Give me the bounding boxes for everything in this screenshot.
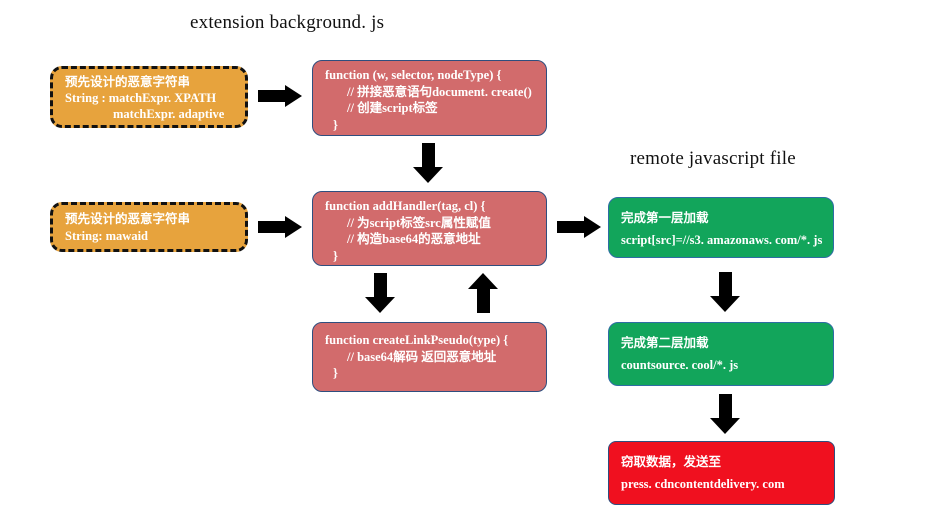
code-comment-line: // base64解码 返回恶意地址 [347, 349, 497, 364]
arrow-head [710, 418, 740, 434]
box-line: script[src]=//s3. amazonaws. com/*. js [621, 233, 823, 247]
arrow-head [710, 296, 740, 312]
arrow-shaft [557, 221, 584, 233]
box-line: 完成第一层加载 [621, 211, 709, 225]
function-createlinkpseudo-box: function createLinkPseudo(type) { // bas… [312, 322, 547, 392]
arrow-shaft [718, 394, 732, 418]
arrow-head [468, 273, 498, 289]
second-layer-load-box: 完成第二层加载 countsource. cool/*. js [608, 322, 834, 386]
box-line: matchExpr. adaptive [113, 107, 225, 121]
arrow-head [285, 85, 302, 107]
arrow-right-icon [557, 216, 601, 238]
remote-javascript-heading: remote javascript file [630, 148, 796, 169]
box-line: 预先设计的恶意字符串 [65, 75, 191, 89]
predesigned-string-box-2: 预先设计的恶意字符串 String: mawaid [50, 202, 248, 252]
box-line: String : matchExpr. XPATH [65, 91, 217, 105]
arrow-shaft [258, 221, 285, 233]
function-create-script-box: function (w, selector, nodeType) { // 拼接… [312, 60, 547, 136]
code-line: } [333, 248, 338, 263]
arrow-down-icon [710, 394, 740, 434]
extension-background-heading: extension background. js [190, 12, 385, 33]
box-line: String: mawaid [65, 228, 148, 243]
box-line: countsource. cool/*. js [621, 358, 739, 372]
arrow-right-icon [258, 85, 302, 107]
function-addhandler-box: function addHandler(tag, cl) { // 为scrip… [312, 191, 547, 266]
code-comment-line: // 构造base64的恶意地址 [347, 232, 481, 246]
box-line: 预先设计的恶意字符串 [65, 212, 191, 226]
code-line: function createLinkPseudo(type) { [325, 333, 509, 347]
code-comment-line: // 拼接恶意语句document. create() [347, 84, 532, 99]
arrow-head [584, 216, 601, 238]
code-comment-line: // 创建script标签 [347, 101, 438, 115]
arrow-down-icon [413, 143, 443, 183]
data-exfiltration-box: 窃取数据，发送至 press. cdncontentdelivery. com [608, 441, 835, 505]
arrow-head [285, 216, 302, 238]
box-line: 完成第二层加载 [621, 336, 709, 350]
code-line: function (w, selector, nodeType) { [325, 68, 502, 82]
arrow-down-icon [365, 273, 395, 313]
arrow-head [413, 167, 443, 183]
arrow-down-icon [710, 272, 740, 312]
arrow-shaft [718, 272, 732, 296]
arrow-shaft [476, 289, 490, 313]
predesigned-string-box-1: 预先设计的恶意字符串 String : matchExpr. XPATH mat… [50, 66, 248, 128]
code-comment-line: // 为script标签src属性赋值 [347, 215, 491, 230]
first-layer-load-box: 完成第一层加载 script[src]=//s3. amazonaws. com… [608, 197, 834, 258]
code-line: } [333, 117, 338, 132]
arrow-right-icon [258, 216, 302, 238]
arrow-shaft [421, 143, 435, 167]
box-line: 窃取数据，发送至 [621, 455, 722, 469]
code-line: function addHandler(tag, cl) { [325, 199, 486, 213]
arrow-up-icon [468, 273, 498, 313]
arrow-head [365, 297, 395, 313]
arrow-shaft [258, 90, 285, 102]
code-line: } [333, 366, 338, 380]
box-line: press. cdncontentdelivery. com [621, 477, 785, 491]
arrow-shaft [373, 273, 387, 297]
